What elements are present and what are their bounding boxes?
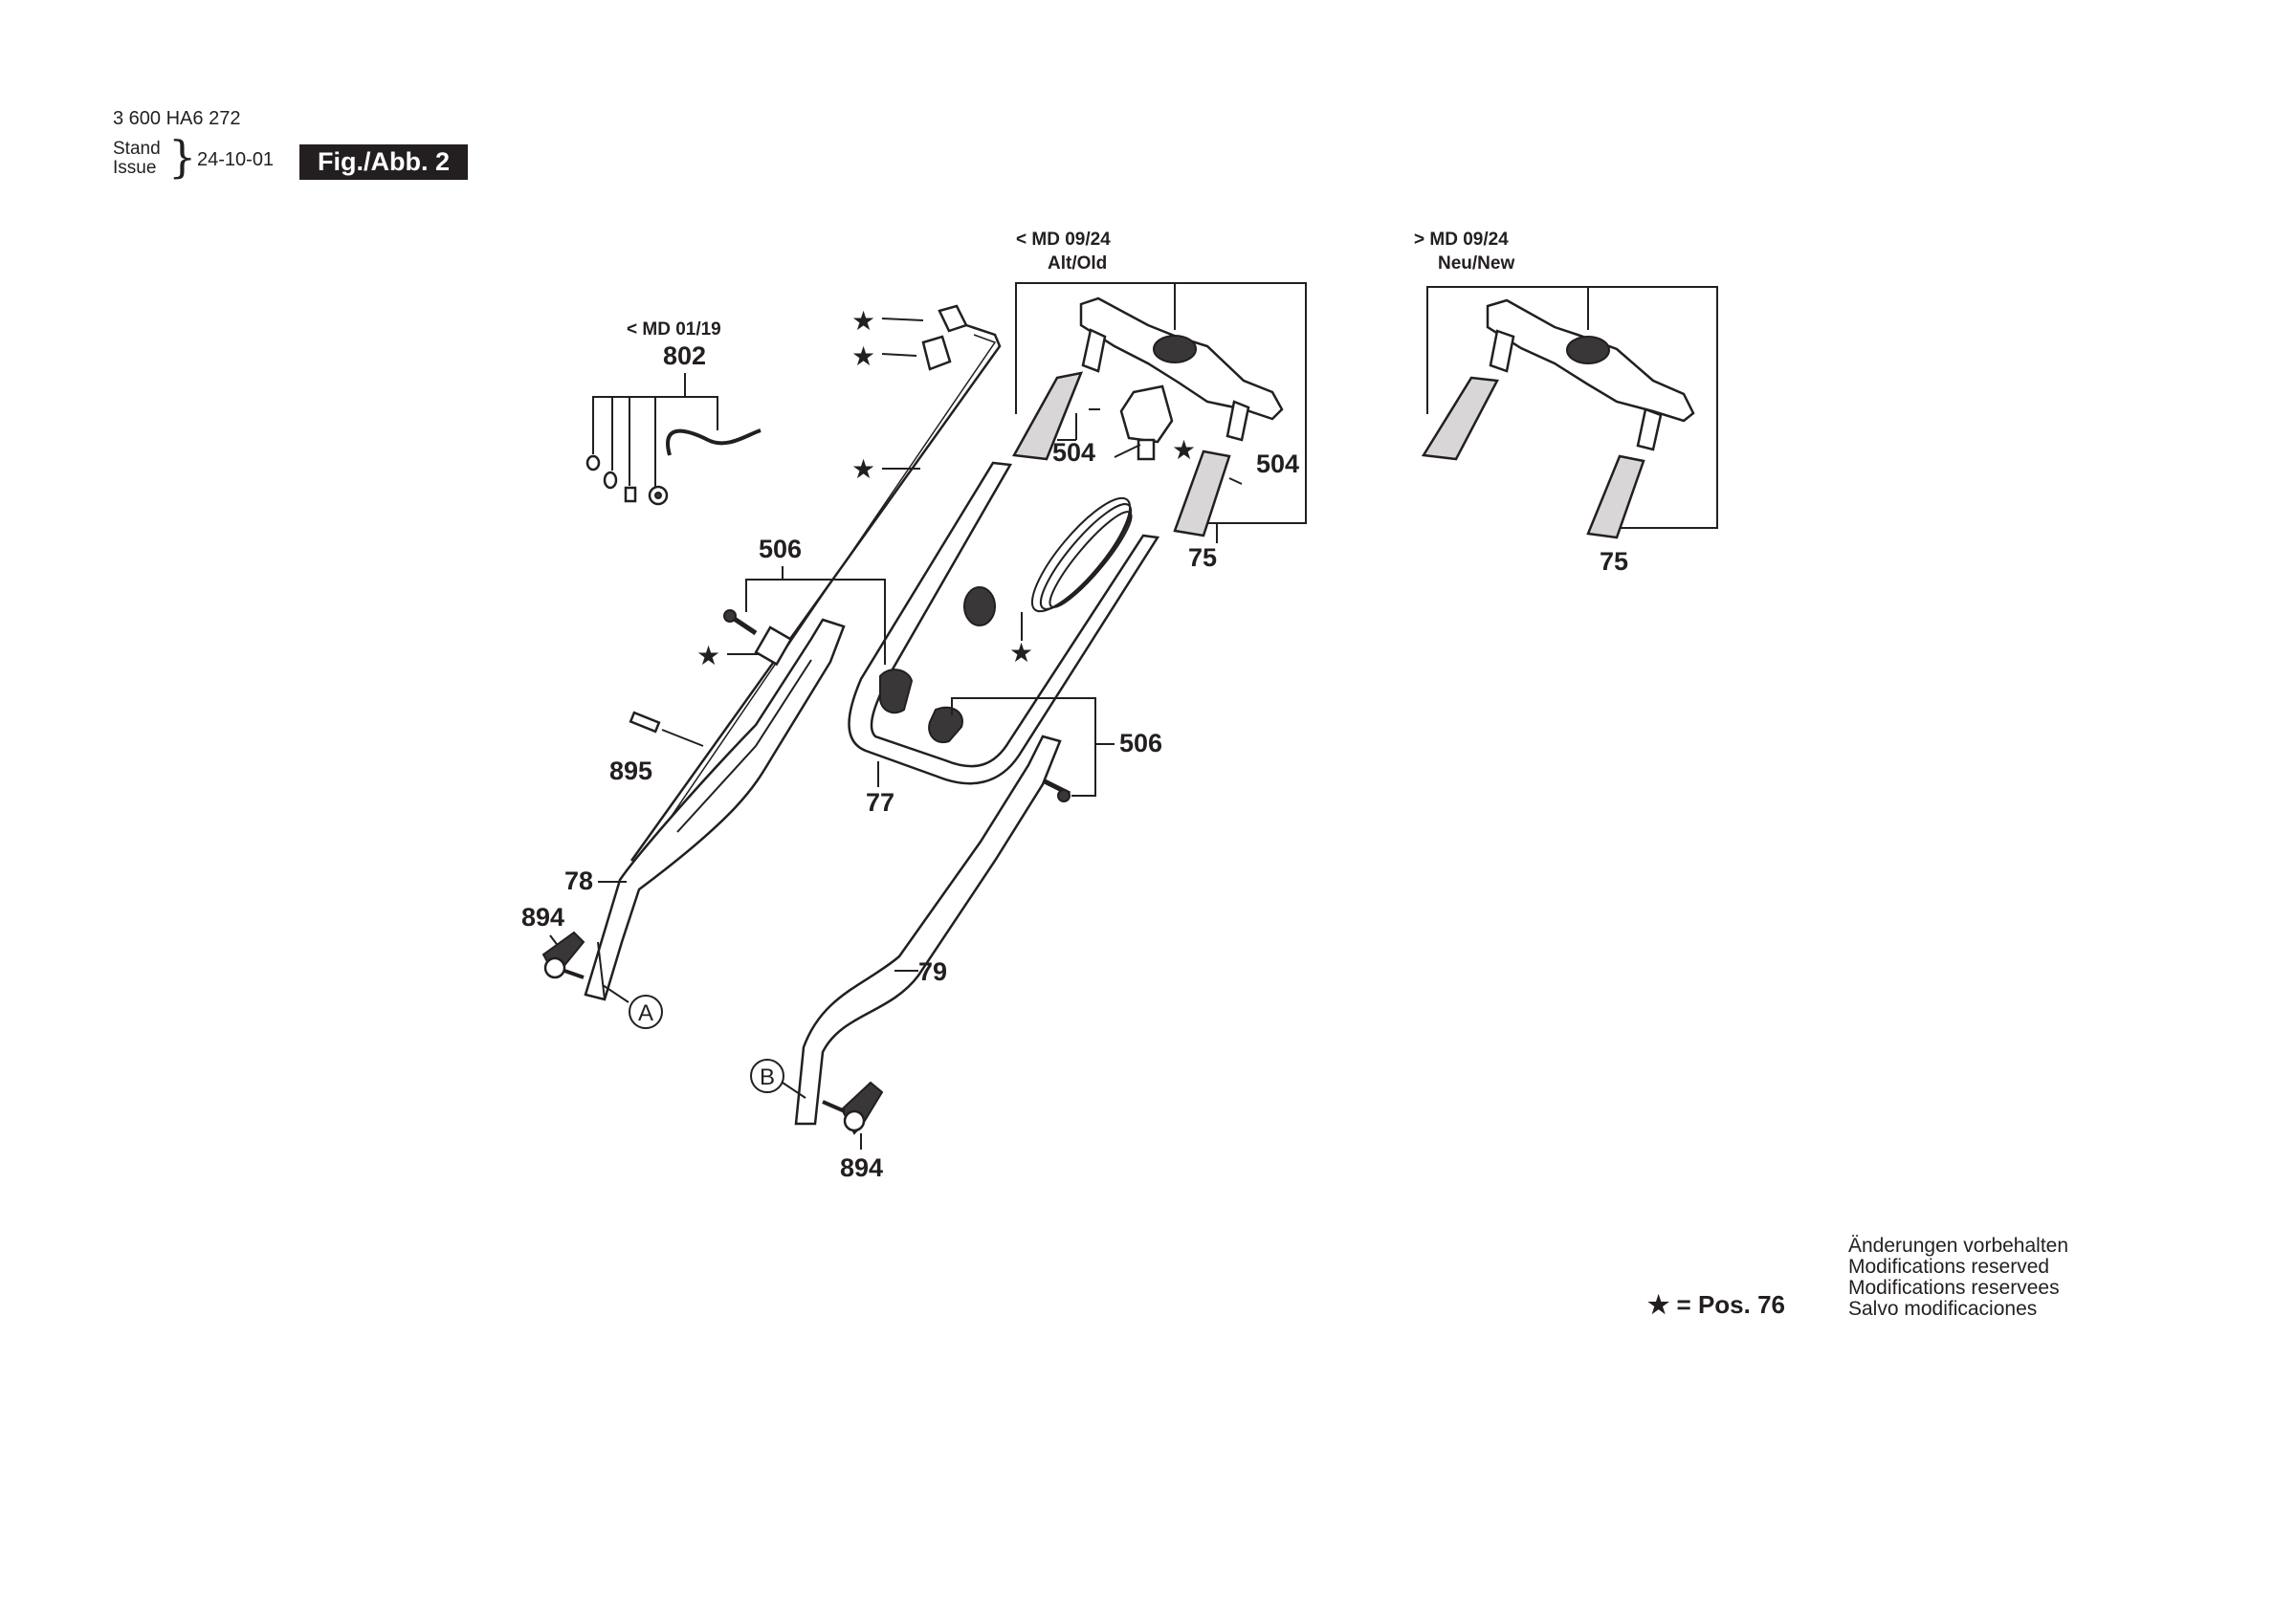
notice-line: Änderungen vorbehalten (1848, 1235, 2069, 1257)
brace-icon: } (168, 131, 197, 183)
side-bar-78: 78 (564, 618, 846, 1001)
part-label-75-new: 75 (1600, 547, 1628, 576)
star-marker: ★ (1009, 638, 1033, 668)
part-label-77: 77 (866, 788, 894, 817)
part-label-506-upper: 506 (759, 535, 802, 563)
part-label-895: 895 (609, 757, 652, 785)
variant-old-label: Alt/Old (1048, 253, 1107, 274)
notice-line: Salvo modificaciones (1848, 1298, 2038, 1320)
marker-b: B (750, 1059, 806, 1099)
new-handlebar-group: 75 (1421, 286, 1718, 576)
part-label-504-left: 504 (1052, 438, 1095, 467)
knob-894-right: 894 (822, 1081, 884, 1182)
part-label-504-right: 504 (1256, 450, 1299, 478)
part-label-78: 78 (564, 866, 593, 895)
variant-new-label: Neu/New (1438, 253, 1514, 274)
notice-line: Modifications reservees (1848, 1277, 2060, 1299)
modification-notice: Änderungen vorbehalten Modifications res… (1848, 1236, 2068, 1320)
part-label-75-old: 75 (1188, 543, 1217, 572)
issue-date: 24-10-01 (197, 149, 275, 170)
variant-md0119: < MD 01/19 (627, 319, 721, 340)
lower-bar-77: 77 (848, 461, 1160, 817)
issue-label: Issue (113, 158, 157, 178)
stand-issue-label: Stand Issue (113, 140, 161, 178)
stand-label: Stand (113, 139, 161, 159)
document-number: 3 600 HA6 272 (113, 108, 241, 129)
part-label-506-lower: 506 (1119, 729, 1162, 757)
star-position-note: ★ = Pos. 76 (1647, 1290, 1785, 1319)
star-marker: ★ (851, 306, 875, 336)
part-label-79: 79 (918, 957, 947, 986)
kit-802: 802 (585, 341, 762, 506)
marker-b-label: B (760, 1064, 775, 1090)
star-marker: ★ (851, 454, 875, 484)
old-handlebar-group: 504 504 75 ★ ★ (963, 282, 1307, 668)
star-marker: ★ (851, 341, 875, 371)
notice-line: Modifications reserved (1848, 1256, 2050, 1278)
figure-badge: Fig./Abb. 2 (299, 144, 468, 180)
bolt-set-506-upper: 506 (723, 535, 886, 665)
cable-assembly: ★ ★ ★ ★ (629, 304, 1002, 862)
marker-a: A (602, 984, 663, 1029)
part-label-894-right: 894 (840, 1153, 883, 1182)
side-bar-79: 79 (794, 735, 1062, 1126)
star-marker: ★ (696, 641, 720, 670)
part-label-802: 802 (663, 341, 706, 370)
knob-894-left: 894 (521, 903, 585, 979)
star-marker: ★ (1172, 435, 1196, 465)
part-895: 895 (609, 711, 704, 785)
variant-old-version: < MD 09/24 (1016, 230, 1111, 250)
part-label-894-left: 894 (521, 903, 564, 932)
variant-new-version: > MD 09/24 (1414, 230, 1509, 250)
marker-a-label: A (638, 1000, 653, 1026)
bolt-set-506-lower: 506 (951, 697, 1162, 802)
